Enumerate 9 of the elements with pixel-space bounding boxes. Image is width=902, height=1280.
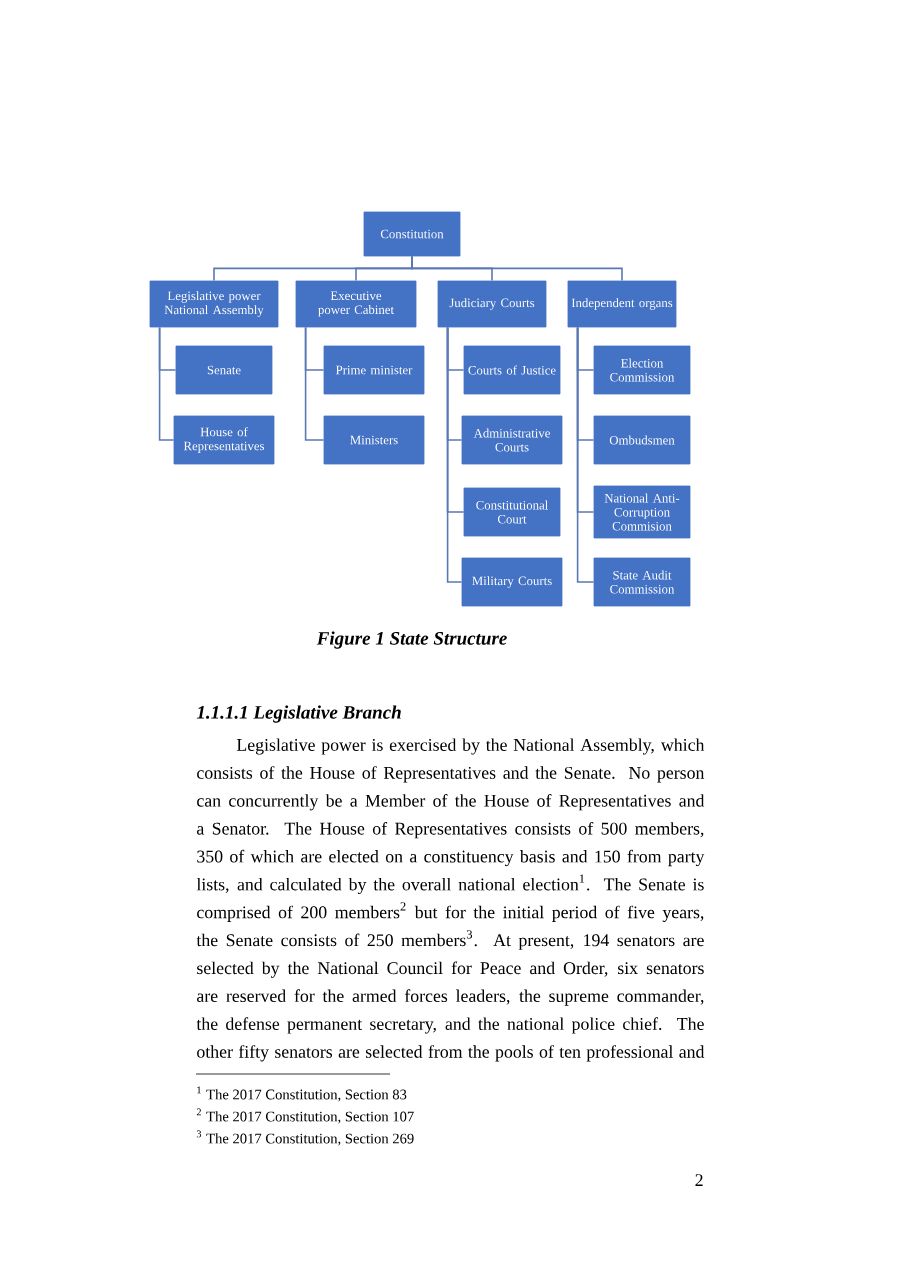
connector-line: [446, 326, 463, 583]
section-heading: 1.1.1.1 Legislative Branch: [196, 705, 401, 723]
connector-line: [576, 326, 595, 583]
connector-line: [411, 255, 623, 282]
body-paragraph: Legislative power is exercised by the National Assembly, which consists of the House of Representatives and the Senate. No person can concurrently be a Member of the House of Representatives and a Senator. The House of Representatives consists of 500 members, 350 of which are elected on a constituency basis and 150 from party lists, and calculated by the overall national election$^{1}$. The Senate is comprised of 200 members$^{2}$ but for the initial period of five years, the Senate consists of 250 members$^{3}$. At present, 194 senators are selected by the National Council for Peace and Order, six senators are reserved for the armed forces leaders, the supreme commander, the defense permanent secretary, and the national police chief. The other fifty senators are selected from the pools of ten professional and: [196, 738, 705, 1062]
figure-caption: Figure 1 State Structure: [316, 631, 507, 649]
connector-line: [158, 326, 175, 441]
connector-line: [304, 326, 325, 441]
page-number: 2: [695, 1174, 703, 1186]
